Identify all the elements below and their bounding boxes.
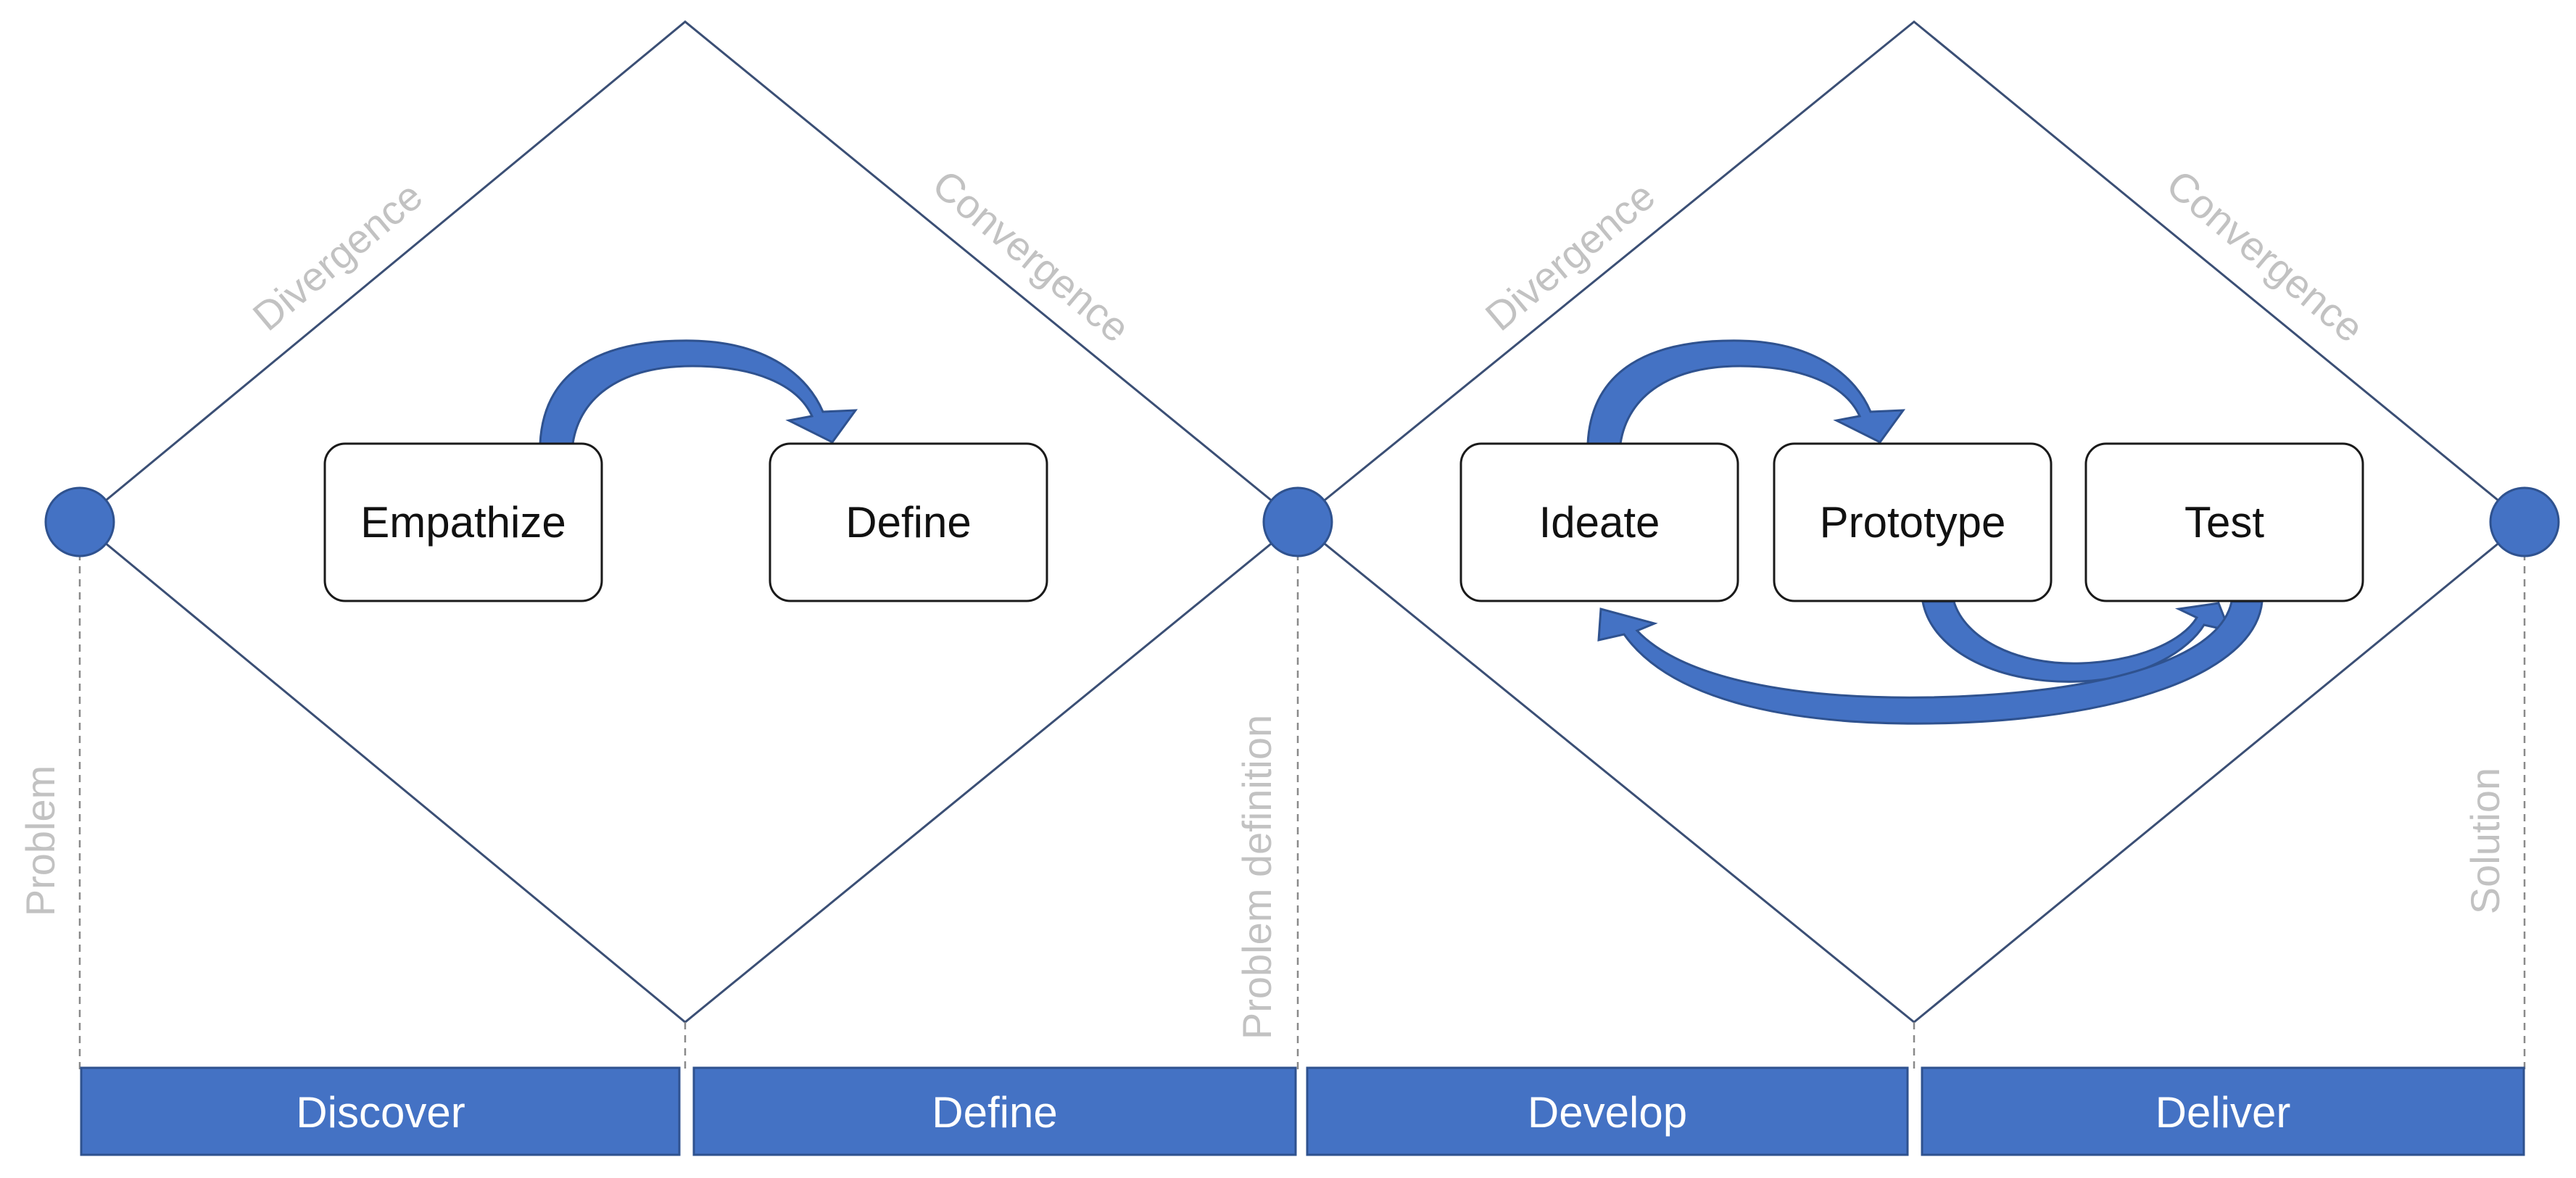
problem-definition-node bbox=[1262, 486, 1333, 557]
divergence-label-2: Divergence bbox=[1477, 173, 1663, 339]
phase-bar-define bbox=[692, 1066, 1297, 1156]
convergence-label-2: Convergence bbox=[2158, 161, 2373, 351]
solution-node bbox=[2489, 486, 2560, 557]
step-label-ideate: Ideate bbox=[1539, 498, 1660, 547]
phase-label-deliver: Deliver bbox=[2155, 1088, 2291, 1137]
convergence-label-1: Convergence bbox=[924, 161, 1139, 351]
problem-node bbox=[44, 486, 115, 557]
arrow-test-to-ideate bbox=[1597, 600, 2264, 725]
phase-bar-develop bbox=[1306, 1066, 1909, 1156]
problem-label: Problem bbox=[17, 766, 63, 917]
arrow-ideate-to-prototype bbox=[1586, 339, 1906, 445]
phase-bar-deliver bbox=[1921, 1066, 2525, 1156]
step-box-empathize bbox=[323, 442, 603, 602]
step-box-ideate bbox=[1459, 442, 1739, 602]
phase-label-develop: Develop bbox=[1528, 1088, 1687, 1137]
step-label-define: Define bbox=[845, 498, 971, 547]
step-box-define bbox=[769, 442, 1048, 602]
problem-definition-label: Problem definition bbox=[1234, 715, 1280, 1040]
first-diamond bbox=[78, 20, 1300, 1024]
step-label-prototype: Prototype bbox=[1820, 498, 2006, 547]
solution-label: Solution bbox=[2462, 768, 2508, 914]
phase-label-discover: Discover bbox=[296, 1088, 465, 1137]
step-box-test bbox=[2084, 442, 2364, 602]
phase-bar-discover bbox=[80, 1066, 681, 1156]
step-label-test: Test bbox=[2184, 498, 2264, 547]
phase-label-define: Define bbox=[932, 1088, 1057, 1137]
step-label-empathize: Empathize bbox=[360, 498, 566, 547]
arrow-empathize-to-define bbox=[539, 339, 858, 445]
step-box-prototype bbox=[1773, 442, 2053, 602]
